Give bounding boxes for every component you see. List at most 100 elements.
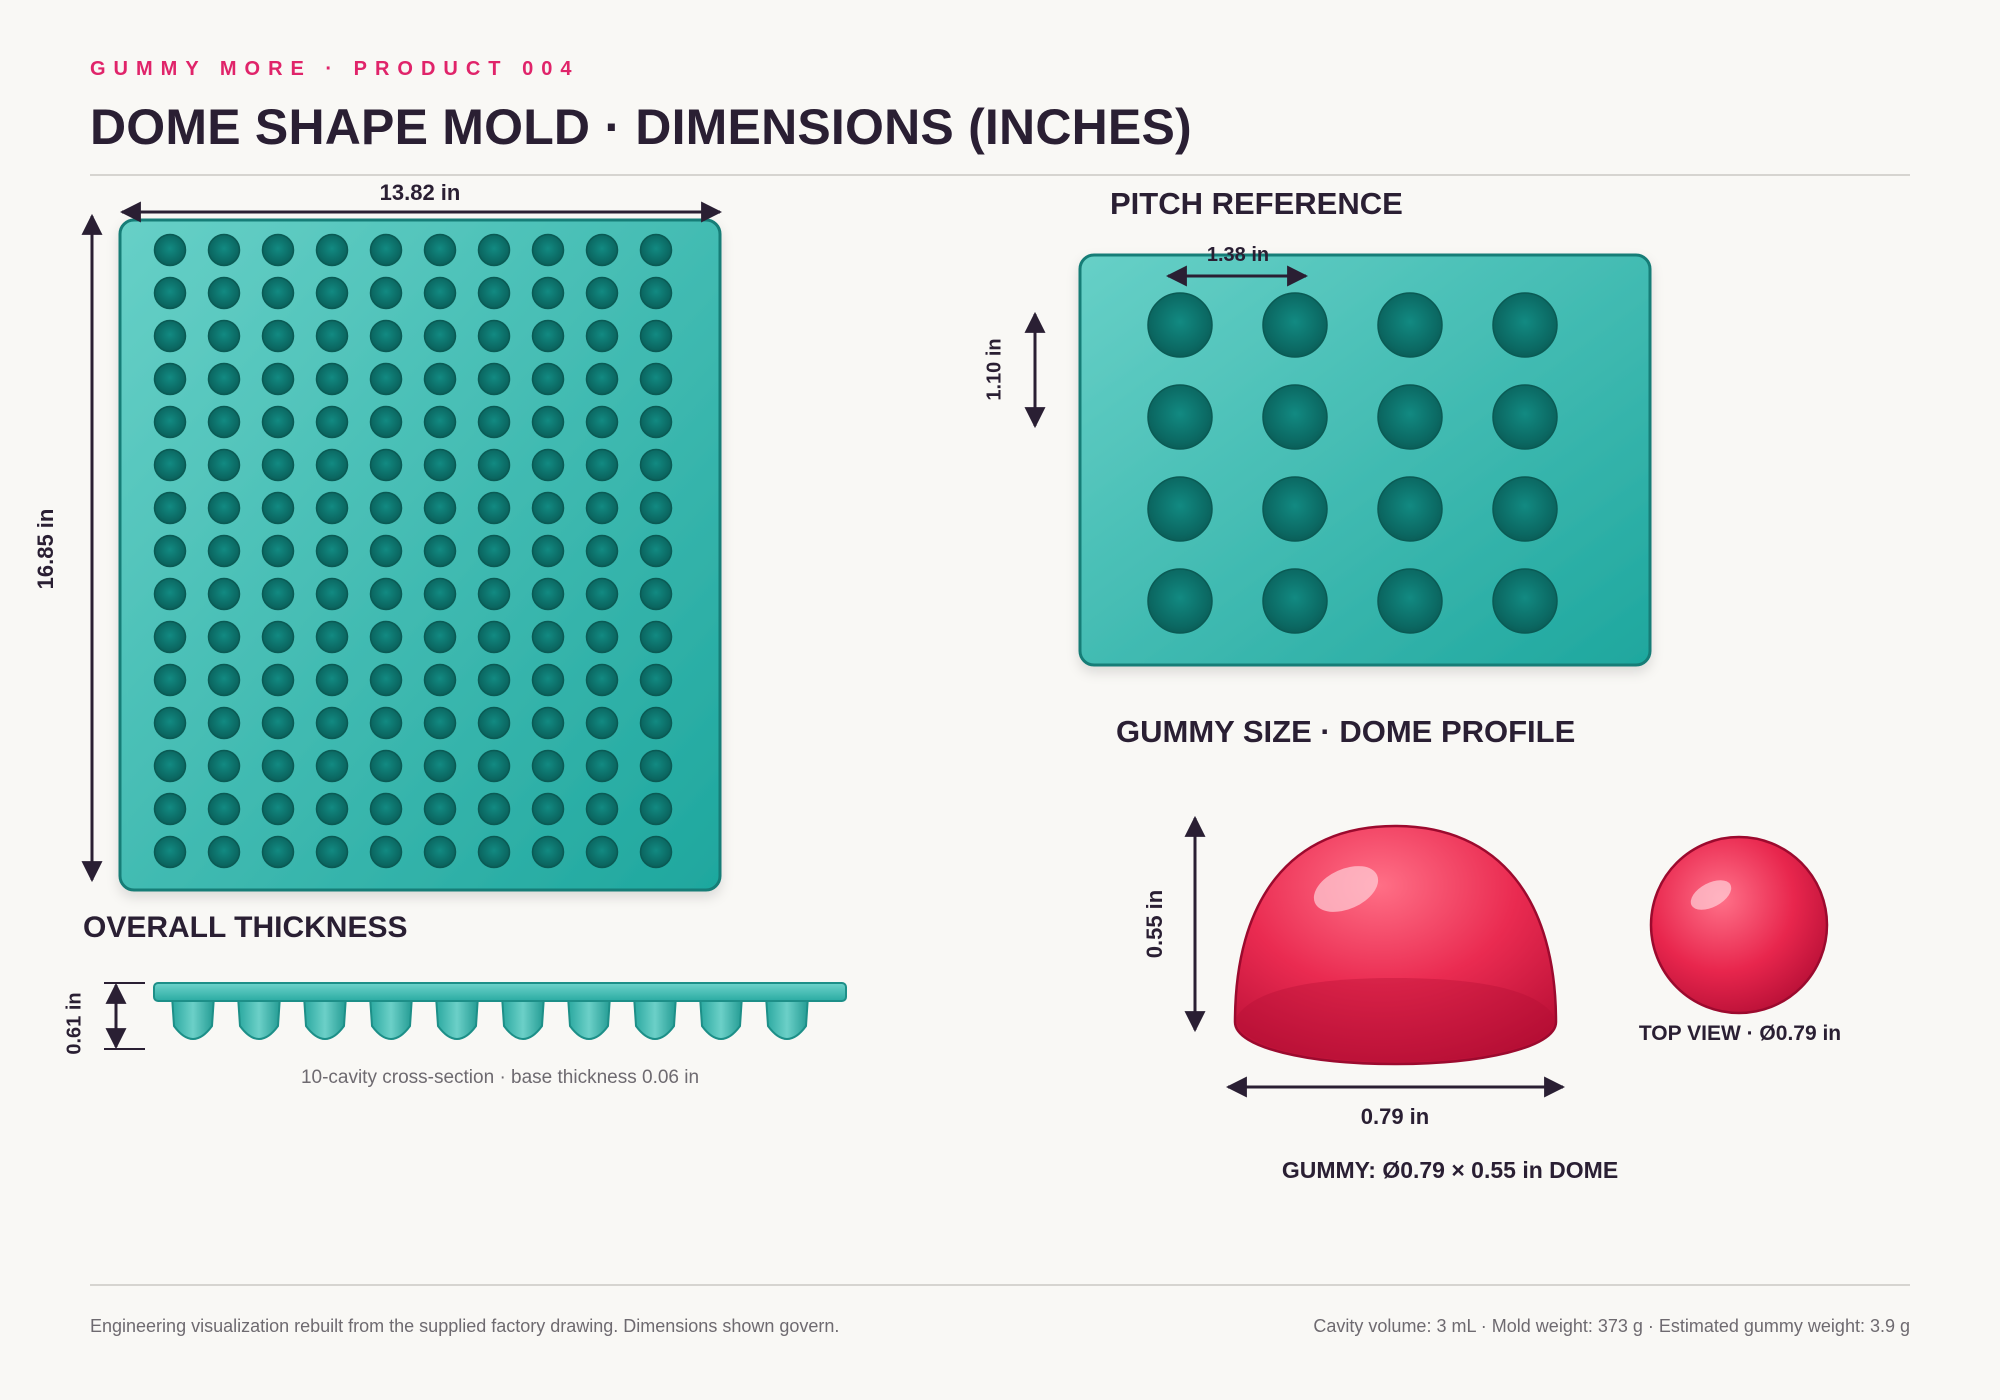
main-mold-cavity [207,362,241,396]
pitch-mold-cavity [1492,384,1558,450]
main-mold-cavity [423,319,457,353]
main-mold-cavity [531,706,565,740]
page-title: DOME SHAPE MOLD · DIMENSIONS (INCHES) [90,99,1192,155]
gummy-top-highlight [1690,880,1732,910]
pitch-mold-cavity [1377,384,1443,450]
main-mold-cavity [585,491,619,525]
main-mold-cavity [261,620,295,654]
footer-note: Engineering visualization rebuilt from t… [90,1316,840,1336]
gummy-diameter-label: 0.79 in [1360,1104,1430,1129]
main-mold-cavity [315,362,349,396]
main-mold-cavity [531,491,565,525]
main-mold-cavity [153,362,187,396]
footer-divider [90,1284,1910,1286]
gummy-size-title: GUMMY SIZE · DOME PROFILE [1116,714,1576,749]
main-mold-cavity [477,362,511,396]
main-mold-cavity [369,276,403,310]
gummy-summary: GUMMY: Ø0.79 × 0.55 in DOME [1281,1157,1619,1183]
main-mold-cavity [639,663,673,697]
main-mold-cavity [207,491,241,525]
main-mold-cavities [153,233,673,869]
thickness-cavity-pocket [302,995,348,1040]
main-mold-cavity [639,620,673,654]
pitch-mold-cavity [1262,384,1328,450]
thickness-caption: 10-cavity cross-section · base thickness… [300,1067,700,1088]
gummy-dome-body [1233,824,1558,1066]
thickness-cavity-pocket [368,995,414,1040]
main-mold-cavity [531,835,565,869]
main-mold-cavity [369,491,403,525]
main-mold-cavity [639,706,673,740]
pitch-horizontal-label: 1.38 in [1206,244,1270,266]
main-mold-cavity [315,577,349,611]
main-mold-cavity [153,620,187,654]
main-mold-cavity [153,491,187,525]
main-mold-cavity [315,749,349,783]
pitch-mold-cavity [1262,568,1328,634]
main-mold-cavity [153,663,187,697]
main-mold-cavity [531,620,565,654]
main-mold-cavity [639,276,673,310]
main-mold-cavity [153,534,187,568]
main-mold-cavity [585,362,619,396]
main-mold-cavity [261,663,295,697]
main-mold-cavity [315,405,349,439]
main-mold-cavity [477,319,511,353]
main-mold-cavity [153,276,187,310]
main-mold-cavity [477,405,511,439]
main-mold-cavity [315,233,349,267]
thickness-title: OVERALL THICKNESS [83,911,408,944]
main-mold-cavity [207,577,241,611]
main-mold-cavity [369,534,403,568]
main-mold-cavity [585,792,619,826]
pitch-mold-cavity [1492,476,1558,542]
main-mold-cavity [585,835,619,869]
main-mold-cavity [369,233,403,267]
main-mold-cavity [639,319,673,353]
main-mold-cavity [261,577,295,611]
main-mold-cavity [531,577,565,611]
main-mold-cavity [639,405,673,439]
main-mold-cavity [585,233,619,267]
main-mold-cavity [639,792,673,826]
main-mold-cavity [315,448,349,482]
main-mold-cavity [207,534,241,568]
main-mold [118,218,722,892]
main-mold-cavity [477,491,511,525]
pitch-mold-cavity [1262,292,1328,358]
main-mold-cavity [423,835,457,869]
main-mold-cavity [477,706,511,740]
main-mold-cavity [531,362,565,396]
thickness-cavity-pocket [434,995,480,1040]
thickness-cavity-pocket [566,995,612,1040]
main-mold-cavity [585,706,619,740]
main-mold-cavity [207,405,241,439]
main-mold-cavity [585,276,619,310]
gummy-dome-base-shade [1236,978,1555,1062]
main-mold-cavity [423,577,457,611]
main-mold-cavity [477,620,511,654]
main-mold-cavity [369,792,403,826]
main-mold-cavity [639,577,673,611]
pitch-mold-cavity [1147,568,1213,634]
thickness-cross-section [153,982,847,1040]
main-mold-cavity [207,663,241,697]
main-mold-cavity [369,663,403,697]
gummy-top-view-label: TOP VIEW · Ø0.79 in [1638,1022,1842,1045]
main-mold-cavity [315,835,349,869]
pitch-mold-cavity [1147,292,1213,358]
main-mold-cavity [153,319,187,353]
main-mold-cavity [477,534,511,568]
pitch-mold-cavity [1147,384,1213,450]
main-mold-cavity [477,835,511,869]
main-mold-cavity [639,448,673,482]
gummy-top-circle [1649,835,1829,1015]
main-mold-cavity [423,534,457,568]
main-mold-cavity [423,233,457,267]
main-mold-cavity [261,534,295,568]
thickness-label: 0.61 in [63,992,86,1055]
pitch-mold-cavities [1147,292,1558,634]
main-mold-cavity [531,534,565,568]
thickness-cavity-pocket [764,995,810,1040]
gummy-top-view [1649,835,1829,1015]
